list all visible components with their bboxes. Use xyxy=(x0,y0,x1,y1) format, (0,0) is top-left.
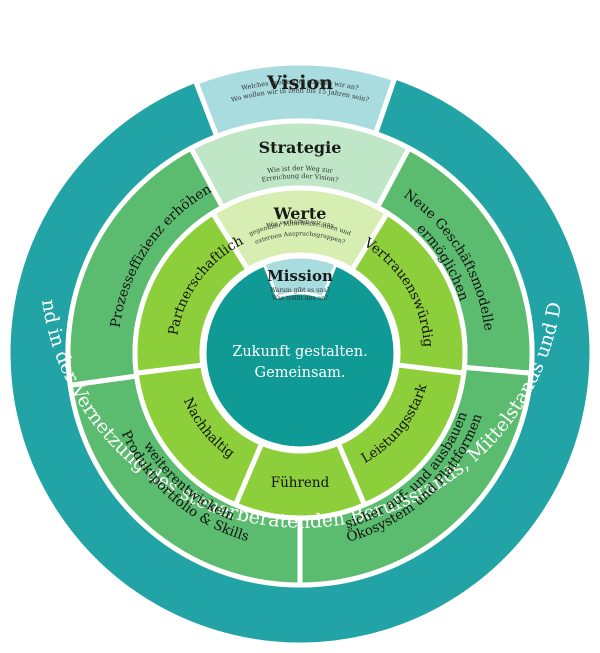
vision-title: Vision xyxy=(266,72,333,94)
strategie-question-1: Wie ist der Weg zur xyxy=(267,164,334,175)
mission-question-1: Warum gibt es uns? xyxy=(270,287,330,294)
center-line-2: Gemeinsam. xyxy=(255,365,346,381)
value-fuehrend: Führend xyxy=(271,475,330,491)
strategie-title: Strategie xyxy=(259,138,342,157)
mission-question-2: Was treibt uns an? xyxy=(272,295,329,302)
mission-title: Mission xyxy=(267,267,333,285)
werte-title: Werte xyxy=(273,204,327,223)
mission-wedge xyxy=(262,255,338,299)
center-line-1: Zukunft gestalten. xyxy=(232,344,367,360)
strategie-question-2: Erreichung der Vision? xyxy=(261,172,340,184)
werte-question-1: Wie verhalten wir uns xyxy=(266,218,335,229)
